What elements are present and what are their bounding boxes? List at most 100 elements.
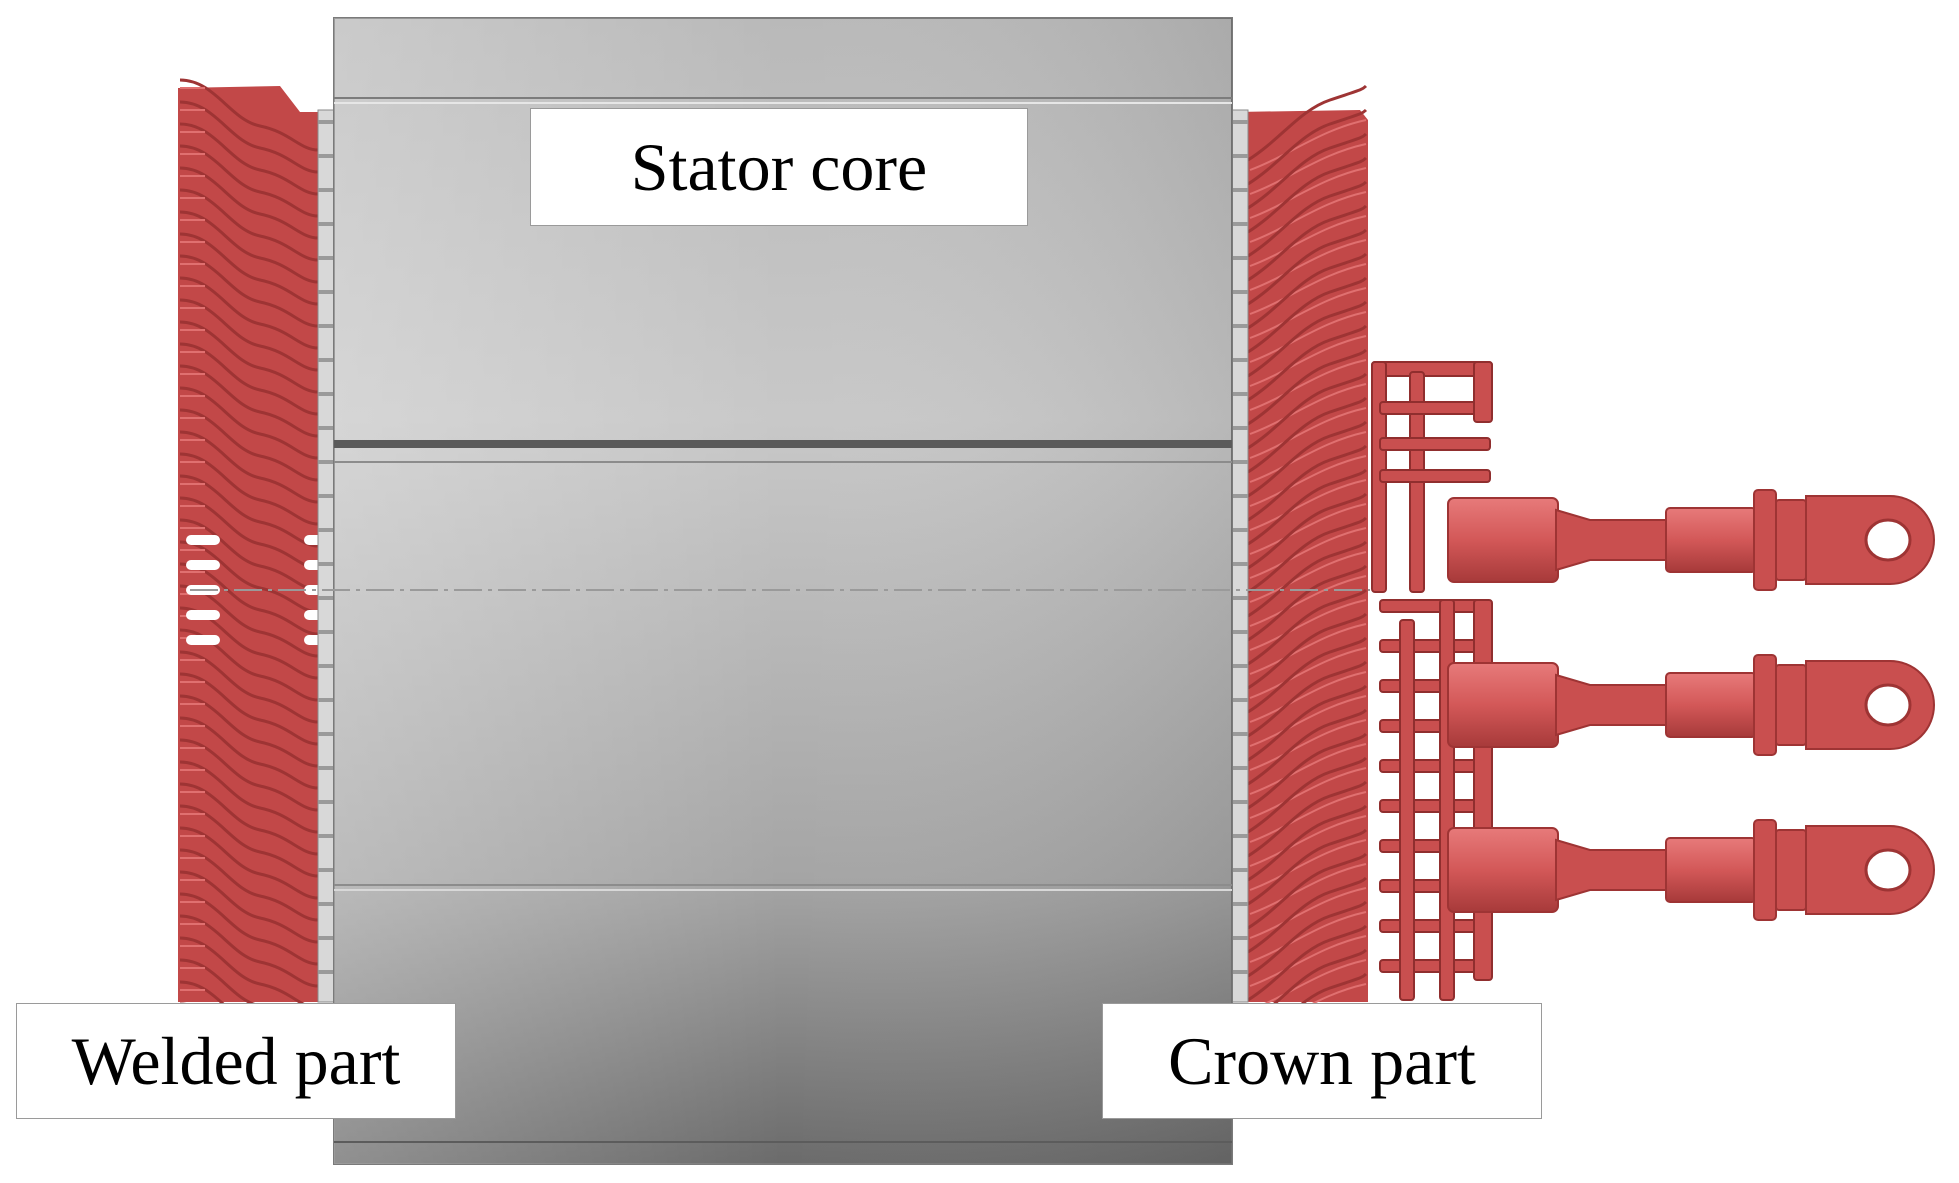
crown-strand <box>1247 900 1368 978</box>
crown-strand <box>1247 852 1368 930</box>
terminal-cable <box>1555 508 1669 572</box>
edge-notch <box>318 358 336 362</box>
edge-notch <box>318 460 336 464</box>
edge-notch <box>1230 290 1248 294</box>
crown-strand-highlight <box>1249 239 1367 291</box>
crown-strand-highlight <box>1249 455 1367 507</box>
crown-strand <box>1247 252 1368 330</box>
crown-strand-highlight <box>1249 935 1367 987</box>
crown-strand <box>1247 228 1368 306</box>
busbar-segment <box>1399 619 1415 1001</box>
edge-notch <box>1230 970 1248 974</box>
edge-notch <box>318 664 336 668</box>
edge-notch <box>318 800 336 804</box>
edge-notch <box>318 426 336 430</box>
edge-notch <box>1230 596 1248 600</box>
crown-strand <box>1247 876 1368 954</box>
edge-notch <box>318 392 336 396</box>
edge-notch <box>318 698 336 702</box>
crown-strand <box>1247 828 1368 906</box>
crown-strand <box>1247 516 1368 594</box>
edge-notch <box>1230 324 1248 328</box>
crown-strand-highlight <box>1249 527 1367 579</box>
edge-notch <box>318 596 336 600</box>
edge-notch <box>1230 222 1248 226</box>
crown-strand-highlight <box>1249 551 1367 603</box>
edge-notch <box>1230 426 1248 430</box>
phase-terminal-2 <box>1447 654 1935 756</box>
edge-notch <box>318 528 336 532</box>
crown-strand-highlight <box>1249 791 1367 843</box>
crown-strand <box>1247 348 1368 426</box>
crown-strand-highlight <box>1249 119 1367 171</box>
terminal-bolt-hole <box>1864 683 1912 727</box>
edge-notch <box>1230 834 1248 838</box>
terminal-shank <box>1775 664 1807 746</box>
crown-strand <box>1247 276 1368 354</box>
phase-terminal-1 <box>1447 489 1935 591</box>
edge-notch <box>318 970 336 974</box>
edge-notch <box>318 766 336 770</box>
crown-strand-highlight <box>1249 311 1367 363</box>
edge-notch <box>1230 630 1248 634</box>
crown-strand-highlight <box>1249 431 1367 483</box>
edge-notch <box>318 936 336 940</box>
terminal-bolt-hole <box>1864 848 1912 892</box>
crown-strand <box>1247 108 1368 186</box>
terminal-barrel <box>1665 672 1757 738</box>
terminal-shank <box>1775 829 1807 911</box>
edge-notch <box>318 154 336 158</box>
busbar-connections <box>1371 361 1493 1001</box>
edge-notch <box>1230 936 1248 940</box>
crown-strand <box>1247 540 1368 618</box>
weld-slot <box>186 610 220 620</box>
crown-strand-highlight <box>1249 839 1367 891</box>
edge-notch <box>1230 766 1248 770</box>
edge-notch <box>318 290 336 294</box>
edge-notch <box>318 732 336 736</box>
crown-strand <box>1247 396 1368 474</box>
edge-notch <box>1230 528 1248 532</box>
terminal-crimp-block <box>1447 827 1559 913</box>
crown-strand-highlight <box>1249 599 1367 651</box>
crown-part-label: Crown part <box>1102 1003 1542 1119</box>
edge-notch <box>1230 902 1248 906</box>
terminal-collar <box>1753 489 1777 591</box>
crown-strand-highlight <box>1249 335 1367 387</box>
crown-strand <box>1247 708 1368 786</box>
terminal-bolt-hole <box>1864 518 1912 562</box>
terminal-shank <box>1775 499 1807 581</box>
edge-notch <box>1230 698 1248 702</box>
crown-strand-highlight <box>1249 287 1367 339</box>
crown-strand <box>1247 684 1368 762</box>
busbar-segment <box>1439 599 1455 1001</box>
crown-strand-highlight <box>1249 167 1367 219</box>
crown-strand-highlight <box>1249 671 1367 723</box>
crown-strand <box>1247 588 1368 666</box>
crown-strand <box>1247 612 1368 690</box>
edge-notch <box>318 834 336 838</box>
crown-strand <box>1247 324 1368 402</box>
stator-core-label: Stator core <box>530 108 1028 226</box>
crown-strand-highlight <box>1249 383 1367 435</box>
crown-strand-highlight <box>1249 911 1367 963</box>
edge-notch <box>1230 154 1248 158</box>
crown-strand <box>1247 636 1368 714</box>
edge-notch <box>318 868 336 872</box>
crown-strand <box>1247 468 1368 546</box>
crown-strand-highlight <box>1249 575 1367 627</box>
crown-strand-highlight <box>1249 623 1367 675</box>
terminal-cable <box>1555 838 1669 902</box>
crown-strand <box>1247 660 1368 738</box>
terminal-collar <box>1753 819 1777 921</box>
crown-strand-highlight <box>1249 191 1367 243</box>
edge-notch <box>318 562 336 566</box>
lamination-edges <box>317 109 1249 1003</box>
edge-notch <box>318 120 336 124</box>
crown-strand <box>1247 804 1368 882</box>
edge-notch <box>318 256 336 260</box>
edge-notch <box>1230 188 1248 192</box>
crown-strand-highlight <box>1249 263 1367 315</box>
edge-notch <box>318 902 336 906</box>
weld-slot <box>186 535 220 545</box>
